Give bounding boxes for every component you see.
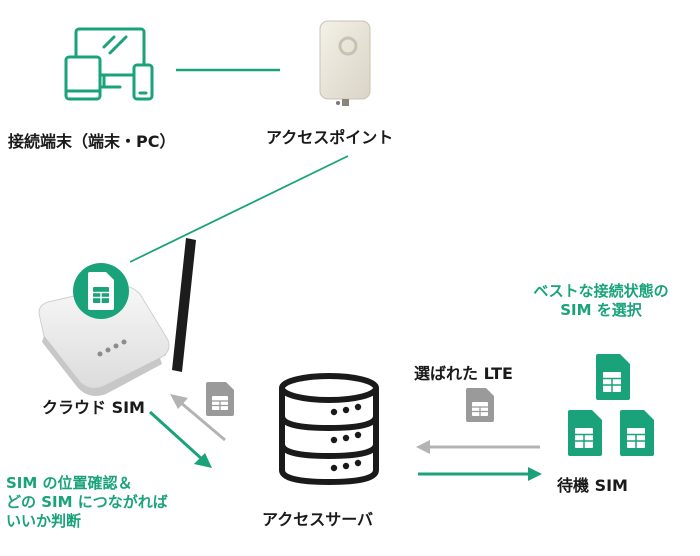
location-check-note: SIM の位置確認＆ どの SIM につながれば いいか判断	[6, 474, 168, 531]
sim-card-icon	[73, 263, 129, 319]
location-line-3: いいか判断	[6, 512, 82, 530]
sim-card-icon	[596, 354, 630, 400]
arrow-sim-to-server	[416, 440, 540, 454]
sim-card-icon	[206, 382, 234, 416]
ap-router-link	[129, 155, 349, 263]
best-sim-line-1: ベストな接続状態の	[533, 282, 669, 300]
database-server-icon	[279, 373, 379, 485]
access-point-label: アクセスポイント	[266, 128, 394, 147]
arrow-server-to-router	[170, 394, 226, 442]
arrow-server-to-sim	[418, 467, 542, 481]
best-sim-note: ベストな接続状態の SIM を選択	[508, 282, 694, 320]
selected-lte-label: 選ばれた LTE	[414, 364, 513, 383]
sim-card-icon	[568, 410, 602, 456]
standby-sim-label: 待機 SIM	[557, 476, 628, 495]
location-line-1: SIM の位置確認＆	[6, 474, 133, 492]
location-line-2: どの SIM につながれば	[6, 493, 168, 511]
standby-sim-cards	[568, 354, 654, 456]
access-server-label: アクセスサーバ	[262, 510, 374, 529]
devices-icon	[64, 27, 154, 101]
terminal-label: 接続端末（端末・PC）	[8, 132, 176, 151]
router-icon	[38, 238, 196, 396]
sim-card-icon	[466, 388, 494, 422]
best-sim-line-2: SIM を選択	[560, 301, 642, 319]
arrow-router-to-server	[148, 410, 212, 468]
sim-card-icon	[620, 410, 654, 456]
cloud-sim-label: クラウド SIM	[42, 398, 145, 417]
access-point-icon	[319, 20, 371, 106]
